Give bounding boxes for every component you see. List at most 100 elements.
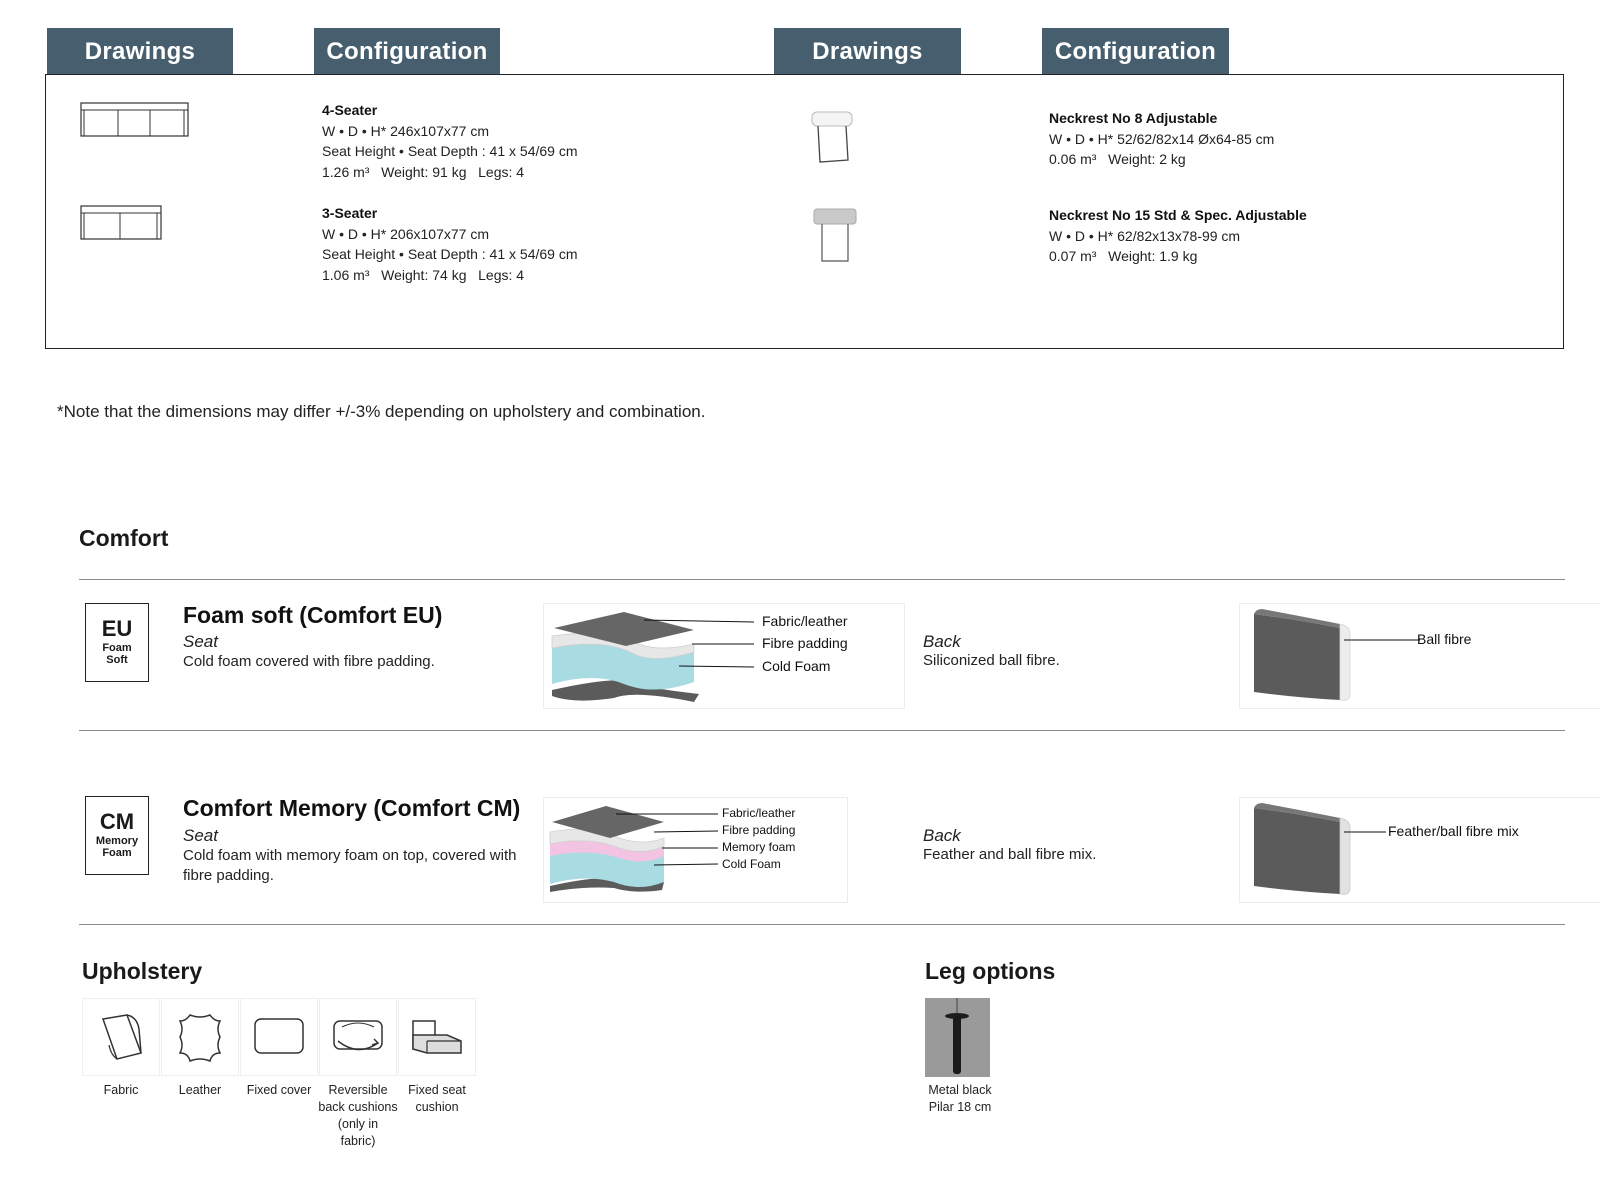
fabric-icon bbox=[101, 1014, 142, 1060]
config-seat: Seat Height • Seat Depth : 41 x 54/69 cm bbox=[322, 246, 578, 262]
config-seat: Seat Height • Seat Depth : 41 x 54/69 cm bbox=[322, 143, 578, 159]
config-three-seater: 3-Seater W • D • H* 206x107x77 cm Seat H… bbox=[322, 203, 578, 285]
layer-label: Fabric/leather bbox=[762, 613, 848, 629]
upholstery-cell-reversible bbox=[319, 998, 397, 1076]
caption-line: Fixed seat bbox=[408, 1083, 466, 1097]
config-title: Neckrest No 8 Adjustable bbox=[1049, 110, 1218, 126]
config-dimensions: W • D • H* 246x107x77 cm bbox=[322, 122, 489, 139]
leather-icon bbox=[178, 1014, 222, 1063]
eu-back-illustration: Ball fibre bbox=[1239, 603, 1600, 709]
config-neckrest-8: Neckrest No 8 Adjustable W • D • H* 52/6… bbox=[1049, 108, 1274, 170]
eu-back-label: Back bbox=[923, 632, 961, 651]
tab-drawings-left: Drawings bbox=[47, 28, 233, 75]
upholstery-caption: Fixed seat cushion bbox=[398, 1082, 476, 1116]
fixed-cover-icon bbox=[254, 1018, 304, 1054]
cm-back-cushion bbox=[1254, 803, 1386, 895]
tab-drawings-right: Drawings bbox=[774, 28, 961, 75]
caption-line: (only in bbox=[337, 1117, 379, 1131]
upholstery-caption: Reversible back cushions (only in fabric… bbox=[317, 1082, 399, 1150]
upholstery-caption: Leather bbox=[161, 1082, 239, 1099]
cm-back-label: Back bbox=[923, 826, 961, 845]
config-title: 3-Seater bbox=[322, 205, 378, 221]
cm-description-line: fibre padding. bbox=[183, 867, 274, 884]
layer-label: Fibre padding bbox=[762, 635, 848, 651]
divider bbox=[79, 730, 1565, 731]
four-seater-drawing bbox=[80, 102, 189, 137]
caption-line: Leather bbox=[178, 1083, 222, 1097]
cm-description-line: Cold foam with memory foam on top, cover… bbox=[183, 847, 517, 864]
comfort-heading: Comfort bbox=[79, 525, 169, 551]
layer-label: Fibre padding bbox=[722, 823, 796, 837]
badge-line: Soft bbox=[106, 654, 128, 666]
back-label: Feather/ball fibre mix bbox=[1388, 823, 1519, 839]
cm-back-illustration: Feather/ball fibre mix bbox=[1239, 797, 1600, 903]
reversible-cushions-icon bbox=[333, 1020, 383, 1051]
eu-description: Cold foam covered with fibre padding. bbox=[183, 653, 435, 670]
eu-badge: EU Foam Soft bbox=[85, 603, 149, 682]
tab-configuration-right: Configuration bbox=[1042, 28, 1229, 75]
eu-layers-diagram bbox=[551, 612, 755, 702]
upholstery-cell-leather bbox=[161, 998, 239, 1076]
neckrest-15-drawing bbox=[813, 208, 857, 262]
eu-layers-illustration: Fabric/leather Fibre padding Cold Foam bbox=[543, 603, 905, 709]
layer-label: Cold Foam bbox=[722, 857, 781, 871]
cm-layers-illustration: Fabric/leather Fibre padding Memory foam… bbox=[543, 797, 848, 903]
badge-code: EU bbox=[101, 616, 133, 641]
three-seater-drawing bbox=[80, 205, 162, 240]
caption-line: Pilar 18 cm bbox=[928, 1100, 992, 1114]
upholstery-heading: Upholstery bbox=[82, 958, 203, 984]
caption-line: Fixed cover bbox=[246, 1083, 312, 1097]
config-weight: 1.06 m³ Weight: 74 kg Legs: 4 bbox=[322, 266, 525, 283]
caption-line: Metal black bbox=[928, 1083, 992, 1097]
leg-photo bbox=[925, 998, 990, 1077]
upholstery-cell-fixed-seat bbox=[398, 998, 476, 1076]
badge-line: Memory bbox=[95, 835, 139, 847]
metal-leg-icon bbox=[945, 998, 969, 1074]
caption-line: cushion bbox=[415, 1100, 459, 1114]
cm-seat-label: Seat bbox=[183, 826, 218, 845]
caption-line: Fabric bbox=[103, 1083, 139, 1097]
upholstery-cell-fabric bbox=[82, 998, 160, 1076]
cm-back-description: Feather and ball fibre mix. bbox=[923, 846, 1097, 863]
upholstery-caption: Fixed cover bbox=[240, 1082, 318, 1099]
divider bbox=[79, 924, 1565, 925]
eu-back-cushion bbox=[1254, 609, 1420, 701]
config-weight: 0.07 m³ Weight: 1.9 kg bbox=[1049, 248, 1198, 264]
cm-badge: CM Memory Foam bbox=[85, 796, 149, 875]
cm-layers-diagram bbox=[549, 806, 719, 892]
config-dimensions: W • D • H* 62/82x13x78-99 cm bbox=[1049, 227, 1241, 244]
config-neckrest-15: Neckrest No 15 Std & Spec. Adjustable W … bbox=[1049, 205, 1307, 267]
cm-description: Cold foam with memory foam on top, cover… bbox=[183, 846, 516, 886]
badge-code: CM bbox=[99, 809, 135, 834]
cm-title: Comfort Memory (Comfort CM) bbox=[183, 795, 521, 821]
leg-caption: Metal black Pilar 18 cm bbox=[925, 1082, 995, 1116]
caption-line: fabric) bbox=[340, 1134, 376, 1148]
upholstery-cell-fixed-cover bbox=[240, 998, 318, 1076]
eu-back-description: Siliconized ball fibre. bbox=[923, 652, 1060, 669]
caption-line: back cushions bbox=[318, 1100, 398, 1114]
config-dimensions: W • D • H* 52/62/82x14 Øx64-85 cm bbox=[1049, 130, 1275, 147]
neckrest-8-drawing bbox=[811, 111, 853, 163]
spec-box bbox=[45, 74, 1564, 349]
config-dimensions: W • D • H* 206x107x77 cm bbox=[322, 225, 489, 242]
layer-label: Memory foam bbox=[722, 840, 796, 854]
leg-options-heading: Leg options bbox=[925, 958, 1056, 984]
config-four-seater: 4-Seater W • D • H* 246x107x77 cm Seat H… bbox=[322, 100, 578, 182]
eu-title: Foam soft (Comfort EU) bbox=[183, 602, 443, 628]
config-title: 4-Seater bbox=[322, 102, 378, 118]
tab-configuration-left: Configuration bbox=[314, 28, 500, 75]
back-label: Ball fibre bbox=[1417, 631, 1472, 647]
config-weight: 0.06 m³ Weight: 2 kg bbox=[1049, 151, 1186, 167]
caption-line: Reversible bbox=[328, 1083, 388, 1097]
badge-line: Foam bbox=[102, 642, 132, 654]
config-title: Neckrest No 15 Std & Spec. Adjustable bbox=[1049, 207, 1307, 223]
layer-label: Fabric/leather bbox=[722, 806, 796, 820]
upholstery-caption: Fabric bbox=[82, 1082, 160, 1099]
divider bbox=[79, 579, 1565, 580]
badge-line: Foam bbox=[102, 847, 132, 859]
fixed-seat-cushion-icon bbox=[412, 1020, 462, 1054]
layer-label: Cold Foam bbox=[762, 658, 831, 674]
eu-seat-label: Seat bbox=[183, 632, 218, 651]
dimensions-note: *Note that the dimensions may differ +/-… bbox=[57, 402, 706, 421]
config-weight: 1.26 m³ Weight: 91 kg Legs: 4 bbox=[322, 163, 525, 180]
